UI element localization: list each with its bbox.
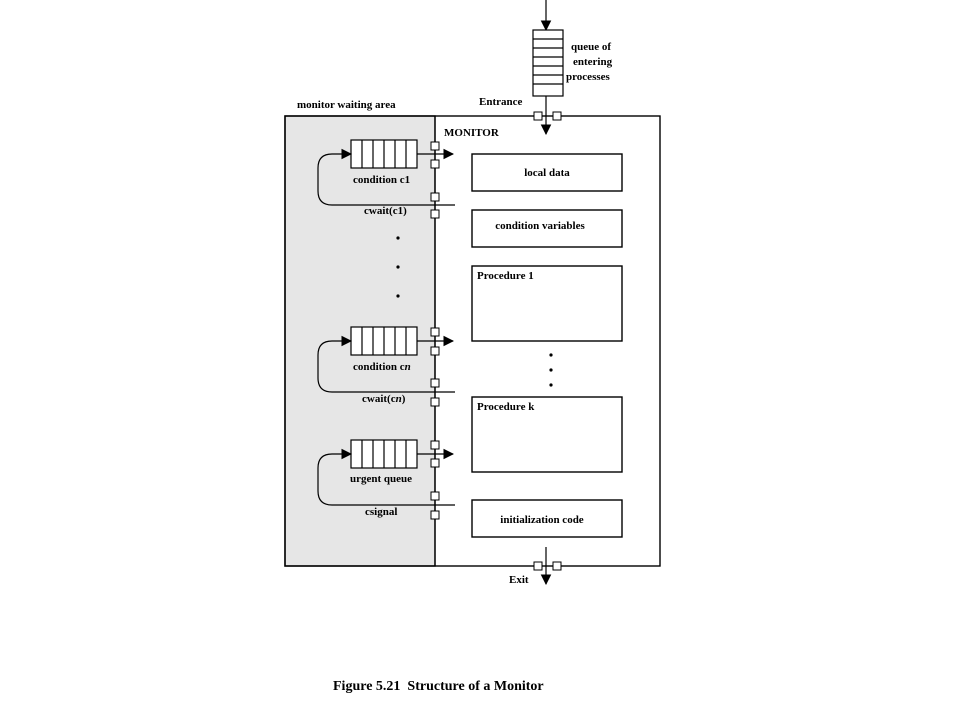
- figure-caption: Figure 5.21 Structure of a Monitor: [333, 679, 544, 694]
- urgent-queue-label: urgent queue: [350, 473, 412, 485]
- initialization-code-box: [471, 499, 623, 538]
- queue-label-line3: processes: [566, 71, 611, 83]
- local-data-box: [471, 153, 623, 192]
- condition-variables-label: condition variables: [495, 220, 585, 232]
- queue-label-line2: entering: [573, 56, 613, 68]
- entering-queue: [532, 0, 564, 136]
- queue-label-line1: queue of: [571, 41, 611, 53]
- condition-cn-label: condition cn: [353, 361, 411, 373]
- monitor-boundary: [284, 115, 661, 567]
- urgent-queue: [317, 439, 455, 520]
- initialization-code-label: initialization code: [500, 514, 584, 526]
- procedure-1-box: [471, 265, 623, 342]
- csignal-label: csignal: [365, 506, 397, 518]
- procedure-1-label: Procedure 1: [477, 270, 534, 282]
- exit-arrow: [533, 547, 562, 586]
- condition-variables-box: [471, 209, 623, 248]
- cwait-c1-label: cwait(c1): [364, 205, 407, 217]
- condition-c1-label: condition c1: [353, 174, 410, 186]
- condition-queue-cn: [317, 326, 455, 407]
- exit-label: Exit: [509, 574, 529, 586]
- local-data-label: local data: [524, 167, 570, 179]
- entrance-port-right: [552, 111, 562, 121]
- procedure-k-box: [471, 396, 623, 473]
- cwait-cn-label: cwait(cn): [362, 393, 406, 405]
- ellipsis-dot: [396, 265, 400, 269]
- entrance-port-left: [533, 111, 543, 121]
- ellipsis-dot: [549, 368, 553, 372]
- procedure-k-label: Procedure k: [477, 401, 535, 413]
- ellipsis-dot: [396, 294, 400, 298]
- ellipsis-dot: [549, 353, 553, 357]
- entrance-label: Entrance: [479, 96, 523, 108]
- condition-queue-c1: [317, 139, 455, 219]
- ellipsis-dot: [549, 383, 553, 387]
- ellipsis-dot: [396, 236, 400, 240]
- waiting-area-label: monitor waiting area: [297, 99, 396, 111]
- monitor-label: MONITOR: [444, 127, 500, 139]
